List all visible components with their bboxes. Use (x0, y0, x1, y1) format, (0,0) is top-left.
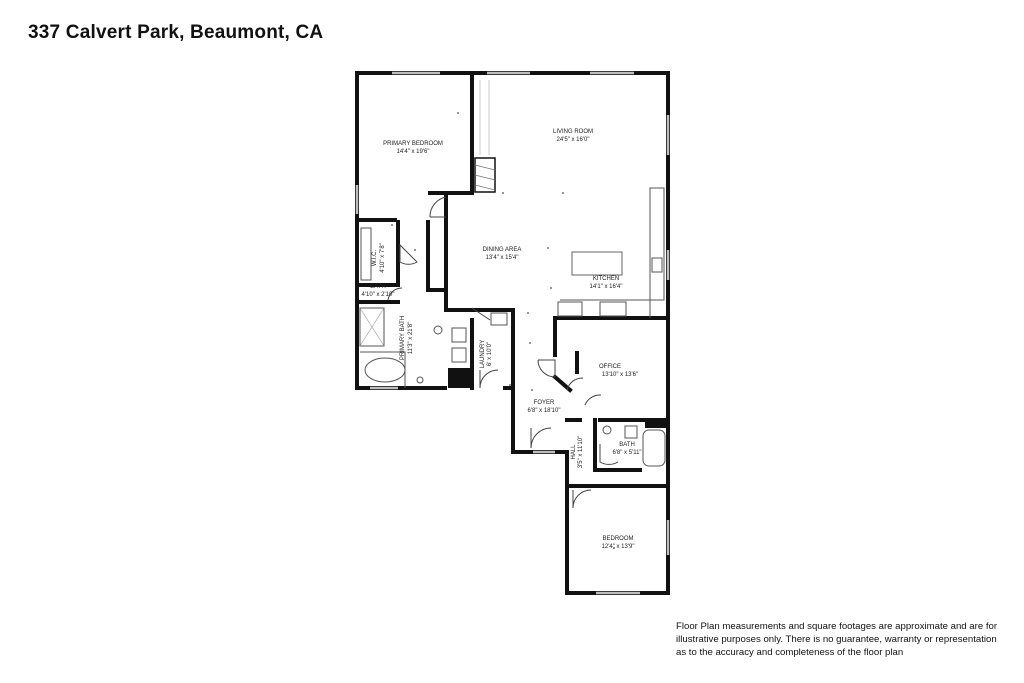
hall-dims: 3'5" x 11'10" (578, 436, 584, 468)
laundry-dims: 6' x 10'0" (487, 342, 493, 366)
office-dims: 13'10" x 13'6" (602, 372, 638, 378)
disclaimer-line-3: as to the accuracy and completeness of t… (676, 647, 904, 658)
disclaimer-line-2: illustrative purposes only. There is no … (676, 634, 997, 645)
dining-area-name: DINING AREA (483, 247, 522, 253)
small-bath-dims: 4'10" x 2'10" (362, 292, 395, 298)
office-name: OFFICE (599, 364, 621, 370)
disclaimer-text: Floor Plan measurements and square foota… (676, 620, 1016, 659)
wic-dims: 4'10" x 7'8" (380, 243, 386, 273)
laundry-name: LAUNDRY (480, 340, 486, 369)
bath2-dims: 6'8" x 5'11" (612, 450, 641, 456)
bath2-name: BATH (619, 442, 635, 448)
living-room-name: LIVING ROOM (553, 129, 593, 135)
outlets (391, 112, 615, 549)
dining-area-dims: 13'4" x 15'4" (486, 255, 519, 261)
bedroom-dims: 12'4" x 13'9" (602, 544, 635, 550)
wic-name: W.I.C. (372, 250, 378, 267)
small-bath-name: BATH (370, 284, 386, 290)
disclaimer-line-1: Floor Plan measurements and square foota… (676, 621, 998, 632)
foyer-name: FOYER (534, 400, 555, 406)
room-labels: PRIMARY BEDROOM 14'4" x 19'6" LIVING ROO… (362, 129, 642, 550)
page-title: 337 Calvert Park, Beaumont, CA (28, 22, 324, 43)
bath-counter (645, 420, 667, 428)
doors (387, 196, 619, 509)
living-room-dims: 24'5" x 16'0" (557, 137, 590, 143)
fireplace (474, 80, 496, 193)
primary-bath-dims: 11'3" x 21'8" (408, 322, 414, 354)
windows (355, 71, 670, 595)
primary-bedroom-name: PRIMARY BEDROOM (383, 141, 443, 147)
foyer-dims: 6'8" x 18'10" (528, 408, 561, 414)
primary-bedroom-dims: 14'4" x 19'6" (397, 149, 430, 155)
primary-bath-name: PRIMARY BATH (400, 316, 406, 360)
water-heater (448, 368, 470, 388)
kitchen-dims: 14'1" x 16'4" (590, 284, 623, 290)
hall-name: HALL (571, 444, 577, 460)
fixtures (359, 187, 666, 467)
kitchen-name: KITCHEN (593, 276, 619, 282)
bedroom-name: BEDROOM (602, 536, 633, 542)
